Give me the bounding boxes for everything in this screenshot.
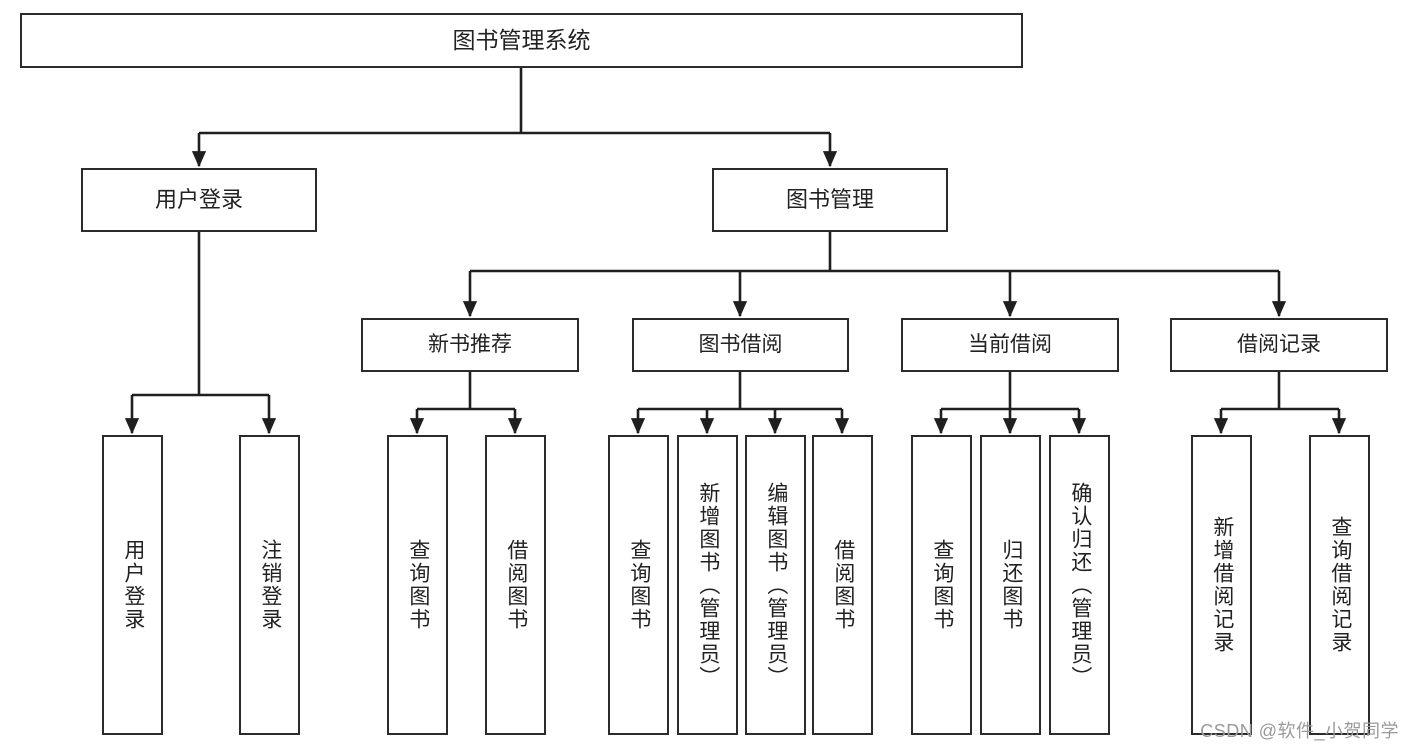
node-label: 编辑图书（管理员） — [764, 481, 788, 689]
leaf-borrow-record-add-record[interactable]: 新增借阅记录 — [1191, 435, 1252, 735]
node-label: 借阅图书 — [831, 539, 855, 631]
leaf-current-borrow-return-books[interactable]: 归还图书 — [980, 435, 1041, 735]
node-label: 查询图书 — [930, 539, 954, 631]
node-label: 查询借阅记录 — [1328, 516, 1352, 654]
node-current-borrow[interactable]: 当前借阅 — [901, 318, 1119, 372]
node-user-login[interactable]: 用户登录 — [81, 168, 317, 232]
node-new-book-recommendation[interactable]: 新书推荐 — [361, 318, 579, 372]
node-root-book-management-system[interactable]: 图书管理系统 — [20, 13, 1023, 68]
node-borrow-record[interactable]: 借阅记录 — [1170, 318, 1388, 372]
node-label: 新增借阅记录 — [1210, 516, 1234, 654]
node-label: 查询图书 — [627, 539, 651, 631]
node-label: 新书推荐 — [428, 332, 512, 356]
node-book-borrow[interactable]: 图书借阅 — [632, 318, 849, 372]
node-label: 查询图书 — [406, 539, 430, 631]
node-label: 确认归还（管理员） — [1068, 481, 1092, 689]
leaf-user-login-login[interactable]: 用户登录 — [102, 435, 163, 735]
leaf-new-book-borrow-books[interactable]: 借阅图书 — [485, 435, 546, 735]
leaf-current-borrow-confirm-return-admin[interactable]: 确认归还（管理员） — [1049, 435, 1110, 735]
leaf-borrow-record-query-record[interactable]: 查询借阅记录 — [1309, 435, 1370, 735]
node-book-management[interactable]: 图书管理 — [712, 168, 948, 232]
node-label: 注销登录 — [258, 539, 282, 631]
csdn-watermark: CSDN @软件_小贺同学 — [1200, 721, 1399, 741]
node-label: 借阅图书 — [504, 539, 528, 631]
node-label: 用户登录 — [121, 539, 145, 631]
node-label: 新增图书（管理员） — [696, 481, 720, 689]
leaf-user-login-logout[interactable]: 注销登录 — [239, 435, 300, 735]
node-label: 图书管理 — [785, 187, 874, 213]
node-label: 图书管理系统 — [452, 26, 591, 53]
node-label: 用户登录 — [154, 187, 243, 213]
node-label: 归还图书 — [999, 539, 1023, 631]
leaf-current-borrow-query-books[interactable]: 查询图书 — [911, 435, 972, 735]
leaf-new-book-query-books[interactable]: 查询图书 — [387, 435, 448, 735]
node-label: 图书借阅 — [698, 332, 783, 356]
node-label: 当前借阅 — [968, 332, 1052, 356]
leaf-book-borrow-query-books[interactable]: 查询图书 — [608, 435, 669, 735]
leaf-book-borrow-edit-book-admin[interactable]: 编辑图书（管理员） — [745, 435, 806, 735]
leaf-book-borrow-borrow-books[interactable]: 借阅图书 — [812, 435, 873, 735]
leaf-book-borrow-add-book-admin[interactable]: 新增图书（管理员） — [677, 435, 738, 735]
node-label: 借阅记录 — [1237, 332, 1321, 356]
